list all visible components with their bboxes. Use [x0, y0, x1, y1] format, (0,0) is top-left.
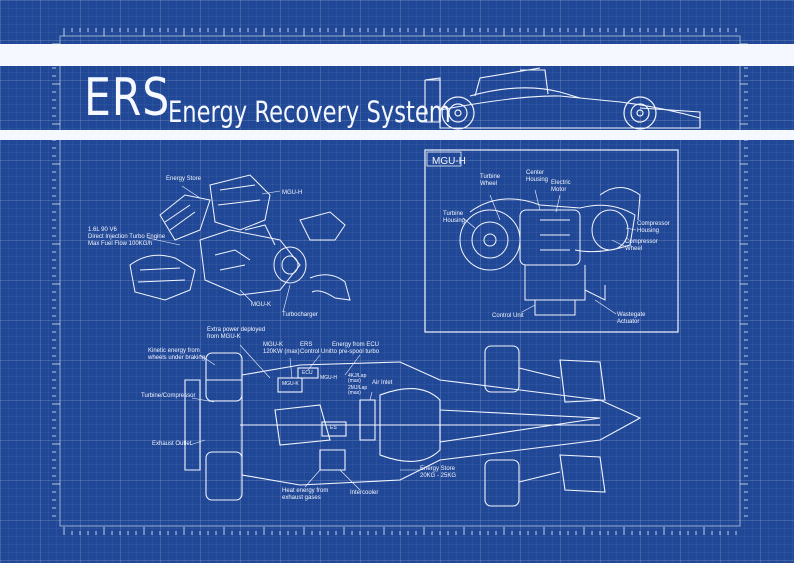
tag-hp: 4KJ/Lap (max)	[348, 373, 367, 384]
tag-es: ES	[330, 425, 337, 431]
lbl-mgu-k-power: MGU-K 120KW (max)	[263, 342, 300, 355]
lbl-energy-store-layout: Energy Store 20KG - 25KG	[420, 466, 457, 479]
lbl-control-unit: Control Unit	[492, 313, 524, 319]
lbl-extra-power: Extra power deployed from MGU-K	[207, 327, 266, 340]
lbl-electric-motor: Electric Motor	[551, 180, 571, 193]
tag-hp2: 2MJ/Lap (max)	[348, 385, 368, 396]
tag-mgu-k: MGU-K	[282, 381, 299, 387]
lbl-intercooler: Intercooler	[350, 490, 379, 496]
top-band	[0, 44, 794, 66]
tag-mgu-h: MGU-H	[320, 375, 337, 381]
inset-title: MGU-H	[432, 156, 466, 167]
lbl-center-housing: Center Housing	[526, 170, 549, 183]
bottom-band	[0, 130, 794, 140]
lbl-engine-spec: 1.6L 90 V6 Direct Injection Turbo Engine…	[88, 227, 166, 247]
lbl-turbine-compressor: Turbine/Compressor	[141, 393, 196, 399]
lbl-kinetic-energy: Kinetic energy from wheels under braking	[148, 348, 206, 361]
lbl-energy-store-engine: Energy Store	[166, 176, 202, 182]
lbl-turbine-housing: Turbine Housing	[443, 211, 466, 224]
lbl-mgu-k-engine: MGU-K	[251, 302, 271, 308]
lbl-mgu-h-engine: MGU-H	[282, 190, 303, 196]
lbl-compressor-housing: Compressor Housing	[637, 221, 670, 234]
lbl-ers-cu: ERS Control Unit	[300, 342, 332, 355]
lbl-wastegate-actuator: Wastegate Actuator	[617, 312, 646, 325]
ruler-ticks	[52, 28, 748, 535]
lbl-compressor-wheel: Compressor Wheel	[625, 239, 658, 252]
tag-ecu: ECU	[302, 370, 313, 376]
lbl-ecu-energy: Energy from ECU to pre-spool turbo	[332, 342, 380, 355]
lbl-turbine-wheel: Turbine Wheel	[480, 174, 501, 187]
title-subtitle: Energy Recovery System	[168, 95, 451, 129]
lbl-exhaust-outlet: Exhaust Outlet	[152, 441, 192, 447]
lbl-heat-energy: Heat energy from exhaust gases	[282, 488, 329, 501]
lbl-turbocharger: Turbocharger	[282, 312, 318, 318]
title-ers: ERS	[84, 68, 171, 128]
lbl-air-inlet: Air Inlet	[372, 380, 393, 386]
